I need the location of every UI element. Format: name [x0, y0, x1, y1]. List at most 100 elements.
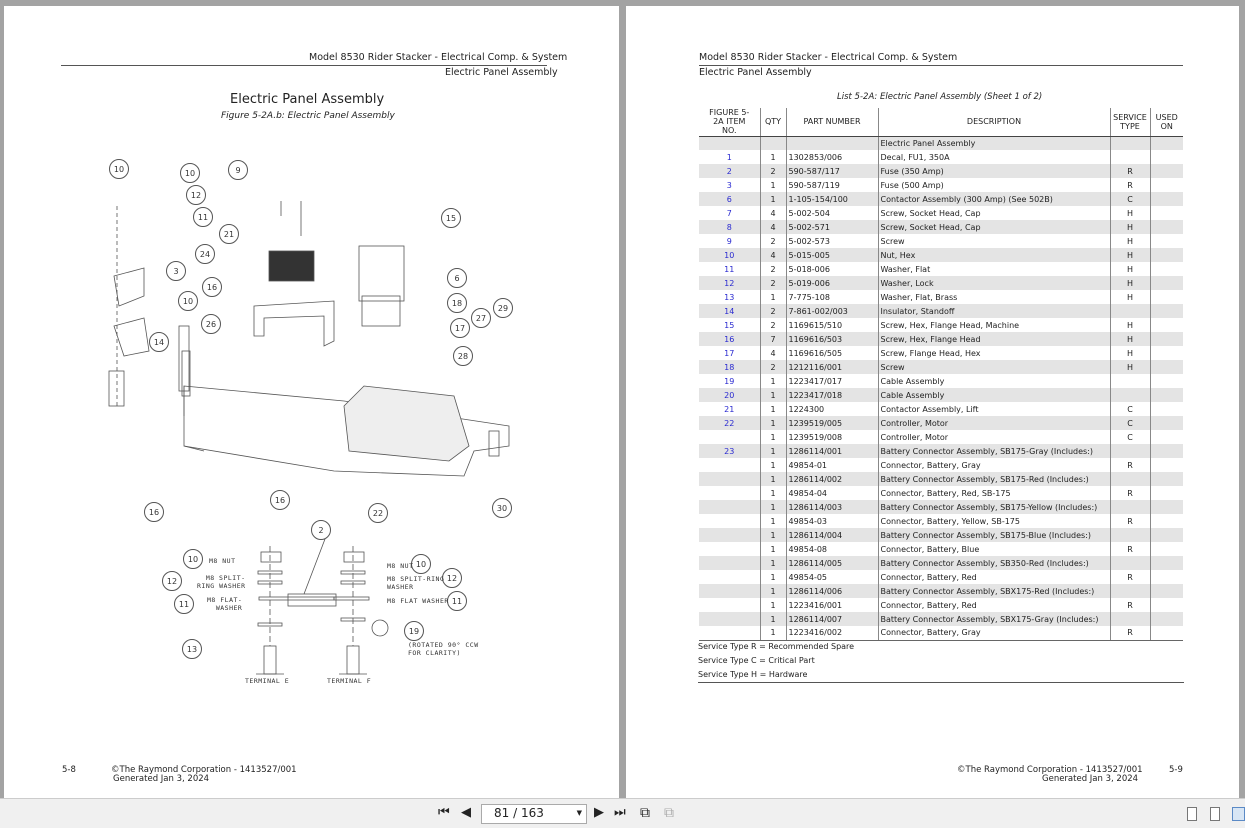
copy-page-icon[interactable]: ⧉	[640, 805, 650, 821]
cell-item-no[interactable]: 21	[724, 404, 735, 414]
first-page-button[interactable]: ⏮	[438, 805, 450, 820]
cell-item-no[interactable]: 17	[724, 348, 735, 358]
figure-caption: Figure 5-2A.b: Electric Panel Assembly	[221, 111, 395, 121]
page-selector[interactable]: 81 / 163▼	[481, 804, 587, 824]
cell-item-no[interactable]: 19	[724, 376, 735, 386]
cell-used-on	[1149, 472, 1183, 486]
cell-description: Fuse (500 Amp)	[877, 178, 1110, 192]
cell-qty: 2	[759, 234, 786, 248]
cell-part-number: 1169616/505	[785, 346, 878, 360]
generated-date: Generated Jan 3, 2024	[113, 774, 210, 784]
cell-service-type	[1109, 374, 1150, 388]
cell-item-no[interactable]: 7	[726, 208, 732, 218]
cell-item-no[interactable]: 16	[699, 332, 760, 346]
two-page-view-icon[interactable]	[1232, 807, 1245, 821]
cell-service-type: R	[1109, 570, 1150, 584]
cell-item-no	[699, 570, 760, 584]
cell-part-number: 1224300	[785, 402, 878, 416]
cell-qty: 1	[759, 444, 786, 458]
cell-qty: 1	[759, 514, 786, 528]
cell-item-no[interactable]: 6	[699, 192, 760, 206]
cell-part-number: 49854-08	[785, 542, 878, 556]
cell-used-on	[1149, 486, 1183, 500]
right-page: Model 8530 Rider Stacker - Electrical Co…	[626, 6, 1239, 798]
callout-bubble: 12	[162, 571, 182, 591]
cell-service-type: H	[1109, 276, 1150, 290]
cell-part-number: 1286114/004	[785, 528, 878, 542]
callout-bubble: 16	[144, 502, 164, 522]
cell-qty: 1	[759, 416, 786, 430]
cell-service-type	[1109, 500, 1150, 514]
label-flat-washer-left: M8 FLAT- WASHER	[207, 596, 243, 612]
callout-bubble: 10	[183, 549, 203, 569]
callout-bubble: 6	[447, 268, 467, 288]
col-item: FIGURE 5-2A ITEM NO.	[699, 108, 760, 137]
cell-part-number: 49854-04	[785, 486, 878, 500]
cell-item-no[interactable]: 22	[699, 416, 760, 430]
col-description: DESCRIPTION	[877, 108, 1110, 137]
cell-item-no[interactable]: 9	[726, 236, 732, 246]
cell-service-type	[1109, 136, 1150, 150]
page-indicator: 81 / 163	[494, 806, 544, 820]
cell-item-no[interactable]: 15	[724, 320, 735, 330]
cell-part-number: 5-002-571	[785, 220, 878, 234]
cell-used-on	[1149, 374, 1183, 388]
cell-part-number	[785, 136, 878, 150]
cell-item-no	[699, 136, 760, 150]
cell-description: Battery Connector Assembly, SB350-Red (I…	[877, 556, 1110, 570]
cell-item-no[interactable]: 14	[699, 304, 760, 318]
next-page-button[interactable]: ▶	[594, 805, 604, 820]
cell-part-number: 590-587/117	[785, 164, 878, 178]
note-service-c: Service Type C = Critical Part	[698, 656, 815, 665]
cell-qty: 1	[759, 374, 786, 388]
cell-service-type: C	[1109, 192, 1150, 206]
cell-part-number: 1239519/005	[785, 416, 878, 430]
cell-description: Washer, Flat, Brass	[877, 290, 1110, 304]
cell-description: Battery Connector Assembly, SB175-Red (I…	[877, 472, 1110, 486]
viewer-toolbar: ⏮ ◀ 81 / 163▼ ▶ ⏭ ⧉ ⧉	[0, 798, 1245, 828]
cell-part-number: 5-002-504	[785, 206, 878, 220]
cell-used-on	[1149, 164, 1183, 178]
continuous-view-icon[interactable]	[1210, 807, 1220, 821]
callout-bubble: 28	[453, 346, 473, 366]
cell-item-no[interactable]: 3	[726, 180, 732, 190]
copyright: ©The Raymond Corporation - 1413527/001	[957, 765, 1143, 775]
cell-used-on	[1149, 542, 1183, 556]
callout-bubble: 29	[493, 298, 513, 318]
cell-item-no[interactable]: 8	[699, 220, 760, 234]
cell-item-no[interactable]: 12	[699, 276, 760, 290]
cell-description: Decal, FU1, 350A	[877, 150, 1110, 164]
table-header-row: FIGURE 5-2A ITEM NO. QTY PART NUMBER DES…	[699, 108, 1183, 137]
cell-qty: 1	[759, 388, 786, 402]
cell-item-no[interactable]: 23	[699, 444, 760, 458]
cell-item-no[interactable]: 20	[699, 388, 760, 402]
cell-description: Contactor Assembly (300 Amp) (See 502B)	[877, 192, 1110, 206]
prev-page-button[interactable]: ◀	[461, 805, 471, 820]
cell-used-on	[1149, 626, 1183, 641]
cell-service-type	[1109, 150, 1150, 164]
cell-item-no[interactable]: 18	[699, 360, 760, 374]
paste-page-icon[interactable]: ⧉	[664, 805, 674, 821]
last-page-button[interactable]: ⏭	[614, 805, 626, 820]
exploded-diagram	[108, 201, 510, 675]
cell-description: Battery Connector Assembly, SB175-Gray (…	[877, 444, 1110, 458]
cell-item-no[interactable]: 11	[724, 264, 735, 274]
cell-description: Battery Connector Assembly, SBX175-Gray …	[877, 612, 1110, 626]
cell-qty: 1	[759, 598, 786, 612]
cell-used-on	[1149, 458, 1183, 472]
cell-item-no[interactable]: 13	[724, 292, 735, 302]
single-page-view-icon[interactable]	[1187, 807, 1197, 821]
cell-item-no[interactable]: 1	[726, 152, 732, 162]
cell-service-type	[1109, 388, 1150, 402]
cell-item-no[interactable]: 10	[699, 248, 760, 262]
cell-service-type: H	[1109, 346, 1150, 360]
cell-item-no[interactable]: 2	[699, 164, 760, 178]
cell-qty: 4	[759, 248, 786, 262]
